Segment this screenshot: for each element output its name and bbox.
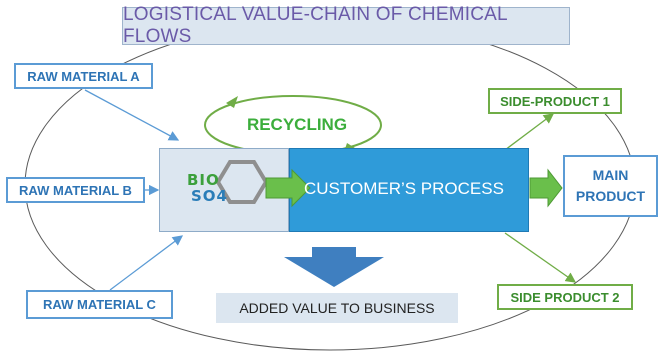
bioso4-logo-bio: BIO (187, 171, 220, 189)
raw-c-connector (109, 235, 184, 291)
process-to-product-arrow (529, 168, 563, 208)
bio-to-process-arrow (265, 168, 311, 208)
raw-material-c-box: RAW MATERIAL C (26, 290, 173, 319)
side-1-connector (504, 113, 555, 151)
raw-material-a-box: RAW MATERIAL A (14, 63, 153, 89)
raw-a-connector (84, 89, 180, 141)
customer-process-label: CUSTOMER’S PROCESS (304, 179, 504, 198)
side-2-connector (504, 232, 577, 283)
side-product-1-box: SIDE-PRODUCT 1 (488, 88, 622, 114)
bioso4-logo-so4: SO4 (191, 187, 228, 205)
recycling-arrowhead-top (226, 96, 238, 108)
added-value-down-arrow (284, 247, 384, 287)
bioso4-hexagon-overlay (215, 160, 269, 204)
side-product-2-box: SIDE PRODUCT 2 (497, 284, 633, 310)
recycling-label: RECYCLING (246, 115, 348, 134)
raw-material-b-box: RAW MATERIAL B (6, 177, 145, 203)
added-value-box: ADDED VALUE TO BUSINESS (216, 293, 458, 323)
diagram-title: LOGISTICAL VALUE-CHAIN OF CHEMICAL FLOWS (122, 4, 570, 47)
main-product-box: MAIN PRODUCT (563, 155, 658, 217)
